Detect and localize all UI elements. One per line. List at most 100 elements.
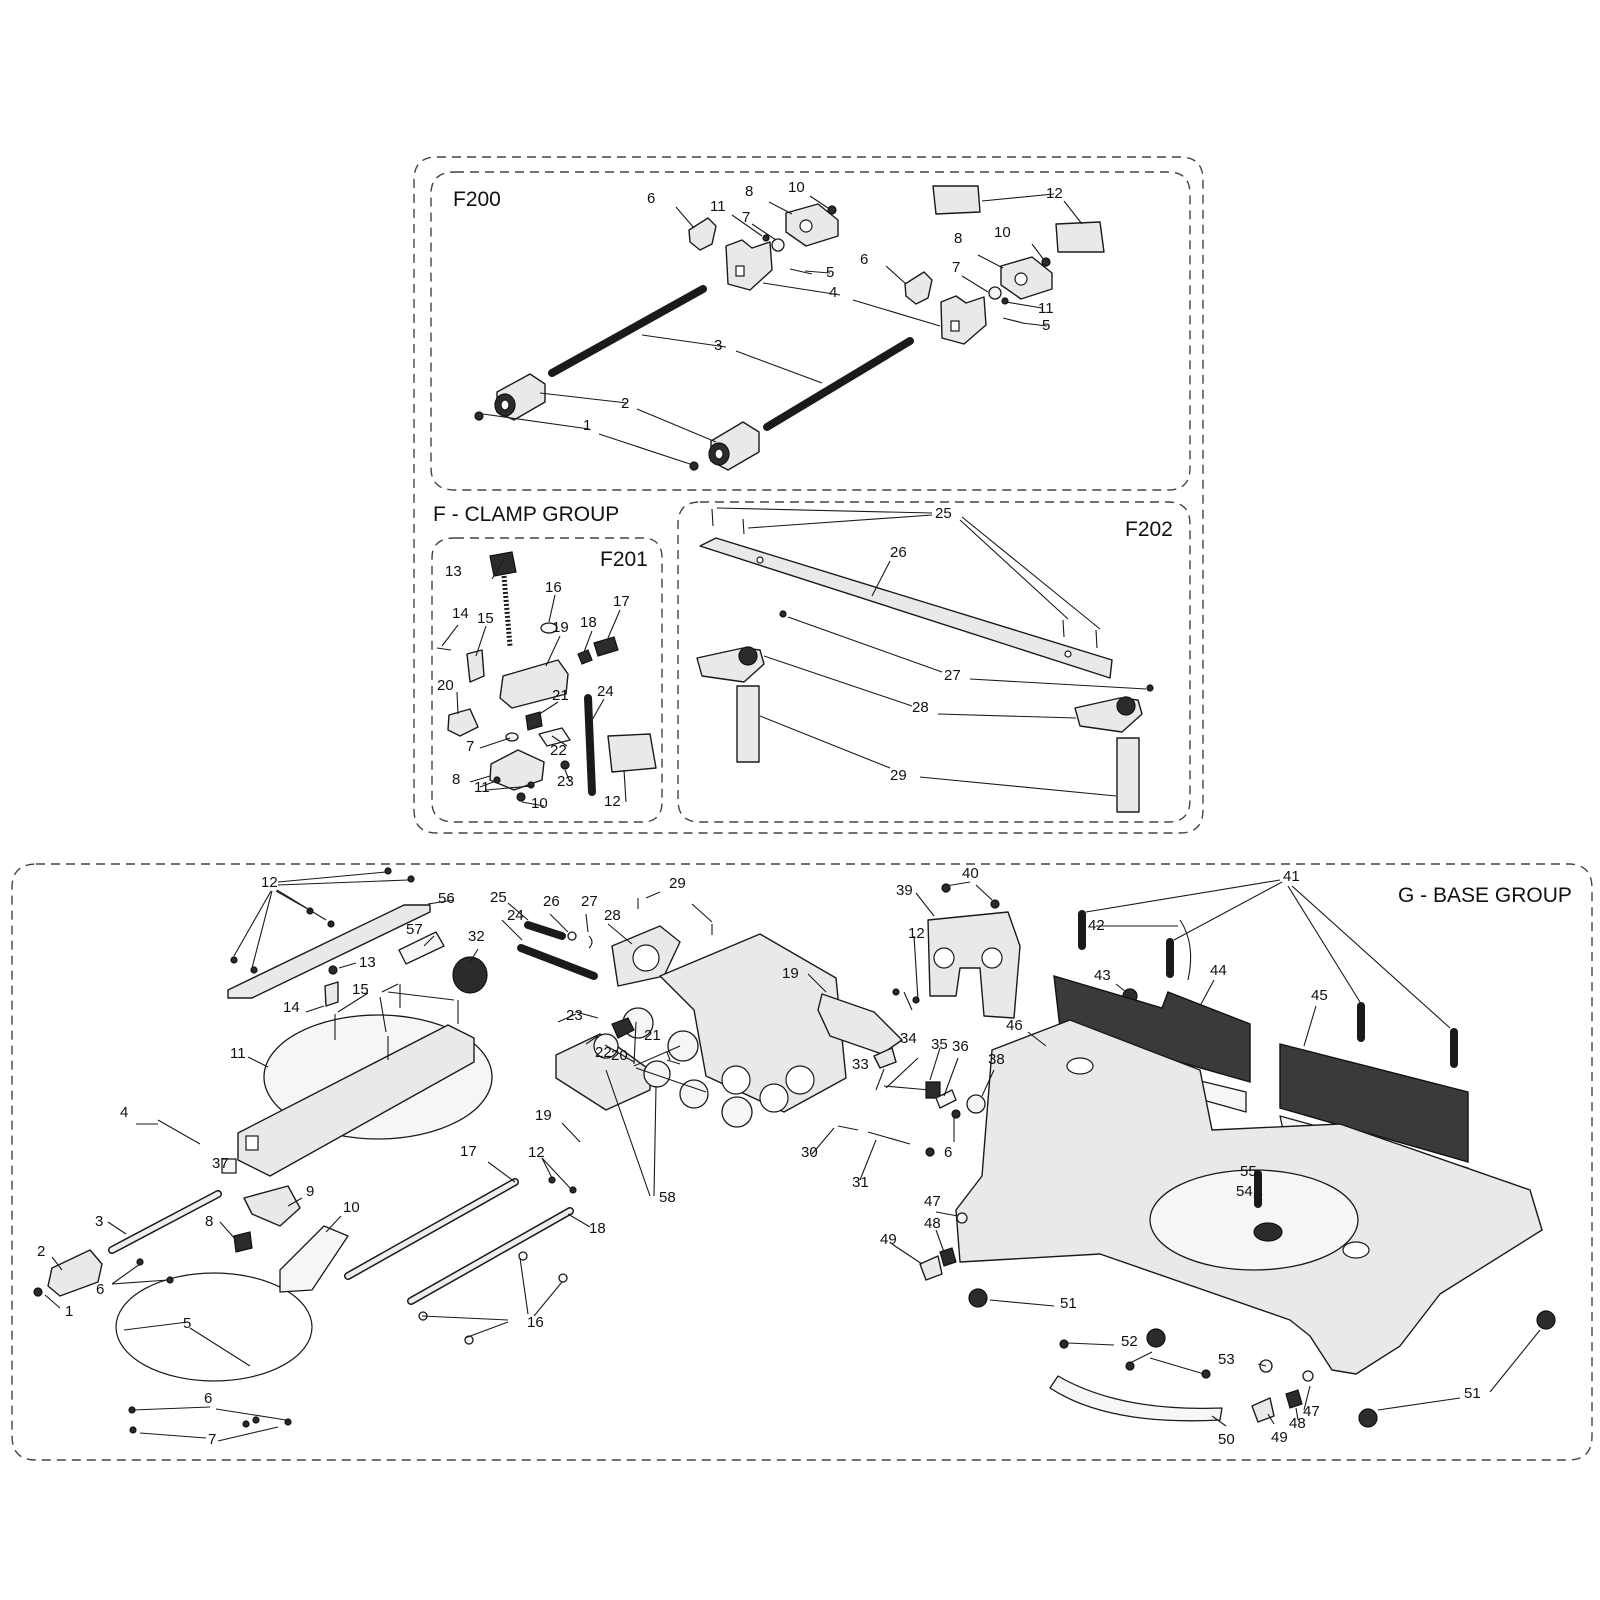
lever-6a [688, 217, 717, 251]
screw-12e [230, 956, 238, 964]
callout-f201-20: 20 [437, 677, 454, 694]
screw-6f [242, 1420, 250, 1428]
callout-f201-16: 16 [545, 579, 562, 596]
callout-base-40: 40 [962, 865, 979, 882]
screw-12a [384, 867, 392, 875]
frame-f202 [677, 501, 1191, 823]
clip-14 [324, 981, 339, 1007]
callout-f200-6: 6 [860, 251, 868, 268]
group-titles: F200 F - CLAMP GROUP F201 F202 G - BASE … [433, 188, 1572, 907]
callout-base-6: 6 [96, 1281, 104, 1298]
title-base-group: G - BASE GROUP [1398, 884, 1572, 907]
spring-48b [1285, 1389, 1303, 1409]
bushing-20d [721, 1096, 753, 1128]
callout-base-45: 45 [1311, 987, 1328, 1004]
callout-base-46: 46 [1006, 1017, 1023, 1034]
nut-22 [611, 1017, 635, 1039]
callout-base-52: 52 [1121, 1333, 1138, 1350]
ring-16 [540, 622, 558, 634]
callout-f200-5: 5 [1042, 317, 1050, 334]
callout-base-49: 49 [880, 1231, 897, 1248]
spring-21 [525, 711, 543, 731]
clip-27 [588, 935, 593, 949]
latch-33 [873, 1047, 897, 1069]
callout-f202-28: 28 [912, 699, 929, 716]
screw-6h [284, 1418, 292, 1426]
clamp-knob-a [494, 373, 546, 421]
pivot-frame [659, 933, 847, 1113]
callout-base-53: 53 [1218, 1351, 1235, 1368]
callout-f200-10: 10 [994, 224, 1011, 241]
foot-51b [1146, 1328, 1166, 1348]
spring-35 [925, 1081, 941, 1099]
shaft-24 [517, 944, 598, 980]
callout-f202-25: 25 [935, 505, 952, 522]
callout-base-30: 30 [801, 1144, 818, 1161]
callout-base-19: 19 [535, 1107, 552, 1124]
callout-f201-23: 23 [557, 773, 574, 790]
callout-base-5: 5 [183, 1315, 191, 1332]
callout-base-41: 41 [1283, 868, 1300, 885]
base-46 [955, 1019, 1543, 1375]
screw-1b [689, 461, 699, 471]
lock-17 [593, 636, 619, 657]
callout-base-23: 23 [566, 1007, 583, 1024]
washer-7 [505, 732, 519, 742]
callout-f202-27: 27 [944, 667, 961, 684]
callout-f201-8: 8 [452, 771, 460, 788]
pin-27b [1146, 684, 1154, 692]
callout-f201-10: 10 [531, 795, 548, 812]
washer-26 [567, 931, 577, 941]
frame-f201 [431, 537, 663, 823]
screw-25d [1095, 629, 1098, 649]
knob-49b [1251, 1397, 1275, 1423]
plate-22 [538, 727, 571, 747]
callout-base-58: 58 [659, 1189, 676, 1206]
callout-base-18: 18 [589, 1220, 606, 1237]
callout-base-55: 55 [1240, 1163, 1257, 1180]
callout-base-44: 44 [1210, 962, 1227, 979]
callout-f200-6: 6 [647, 190, 655, 207]
ring-5 [115, 1272, 313, 1382]
callout-base-49: 49 [1271, 1429, 1288, 1446]
screw-25a [711, 508, 714, 527]
callout-base-1: 1 [65, 1303, 73, 1320]
callout-base-11: 11 [230, 1045, 246, 1062]
torsion-spring-32 [452, 956, 488, 994]
callout-f201-22: 22 [550, 742, 567, 759]
callout-f201-17: 17 [613, 593, 630, 610]
callout-base-56: 56 [438, 890, 455, 907]
bolt-21 [666, 1059, 681, 1065]
block-20 [447, 708, 479, 737]
callout-f201-13: 13 [445, 563, 462, 580]
callout-base-26: 26 [543, 893, 560, 910]
lever-6b [904, 271, 933, 305]
callout-f202-29: 29 [890, 767, 907, 784]
callout-base-2: 2 [37, 1243, 45, 1260]
callout-f200-11: 11 [710, 198, 726, 215]
foot-51a [968, 1288, 988, 1308]
callout-base-19: 19 [782, 965, 799, 982]
screw-6c [925, 1147, 935, 1157]
callout-base-10: 10 [343, 1199, 360, 1216]
post-24-thread [587, 759, 595, 793]
screw-1 [33, 1287, 43, 1297]
frame-clamp-group-outer [413, 156, 1204, 834]
callout-f200-4: 4 [829, 284, 837, 301]
callout-base-25: 25 [490, 889, 507, 906]
knob-49a [919, 1255, 943, 1281]
frame-f200 [430, 171, 1191, 491]
base-group-parts [33, 867, 1556, 1434]
callout-base-21: 21 [644, 1027, 661, 1044]
callout-base-34: 34 [900, 1030, 917, 1047]
screw-23 [560, 760, 570, 770]
callout-base-54: 54 [1236, 1183, 1253, 1200]
callout-base-6: 6 [944, 1144, 952, 1161]
rail-26 [699, 537, 1113, 679]
nut-11a [762, 234, 770, 242]
screw-12g [892, 988, 900, 996]
clamp-bracket-a [725, 239, 773, 291]
bushing-20b [667, 1030, 699, 1062]
bolt-23 [575, 1011, 599, 1019]
callout-base-51: 51 [1464, 1385, 1481, 1402]
